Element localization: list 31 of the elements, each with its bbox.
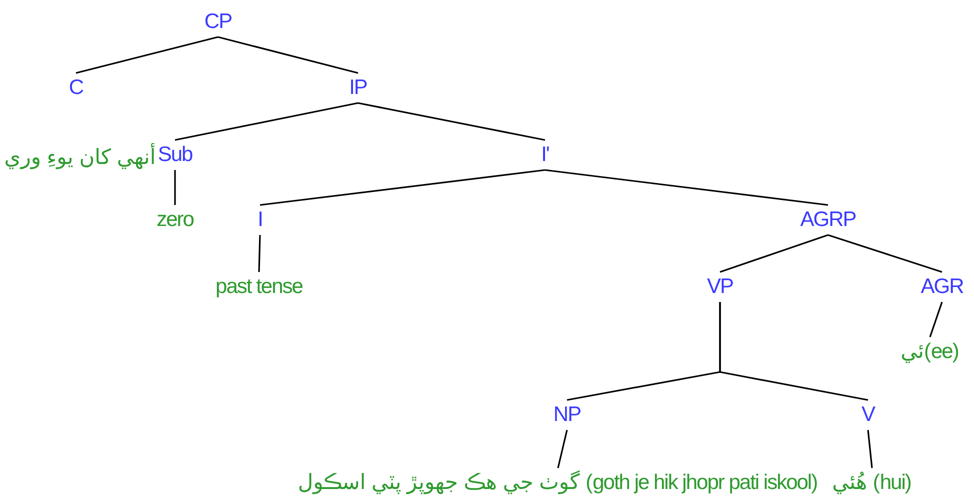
- tree-branch: [719, 302, 868, 401]
- tree-branch: [867, 430, 873, 468]
- word-label: هُئي (hui): [832, 470, 912, 496]
- tree-branch: [258, 234, 261, 272]
- tree-branch: [720, 234, 828, 273]
- tree-branch: [260, 169, 546, 206]
- tree-branch: [174, 170, 176, 205]
- category-label: AGRP: [800, 207, 856, 233]
- category-label: NP: [553, 402, 581, 428]
- word-label: أنهي كان يوءِ وري: [4, 145, 156, 171]
- tree-branch: [828, 234, 942, 273]
- word-label: zero: [156, 207, 194, 233]
- category-label: CP: [204, 9, 232, 35]
- word-label: past tense: [216, 274, 302, 300]
- category-label: VP: [707, 274, 733, 300]
- category-label: AGR: [920, 274, 964, 300]
- category-label: I': [541, 142, 549, 168]
- category-label: C: [68, 75, 84, 101]
- category-label: Sub: [158, 142, 192, 168]
- word-label: گوٺ جي هڪ جهوپڙ پٽي اسڪول (goth je hik jhopr pati iskool): [298, 470, 818, 496]
- category-label: I: [258, 207, 262, 233]
- category-label: V: [862, 402, 874, 428]
- tree-branch: [76, 36, 218, 74]
- word-label: ئي(ee): [900, 339, 960, 365]
- tree-branch: [557, 430, 568, 468]
- category-label: IP: [349, 75, 367, 101]
- tree-branch: [544, 169, 828, 206]
- tree-branch: [929, 302, 943, 338]
- tree-branch: [218, 36, 358, 74]
- tree-branch: [358, 102, 546, 141]
- tree-branch: [174, 102, 358, 141]
